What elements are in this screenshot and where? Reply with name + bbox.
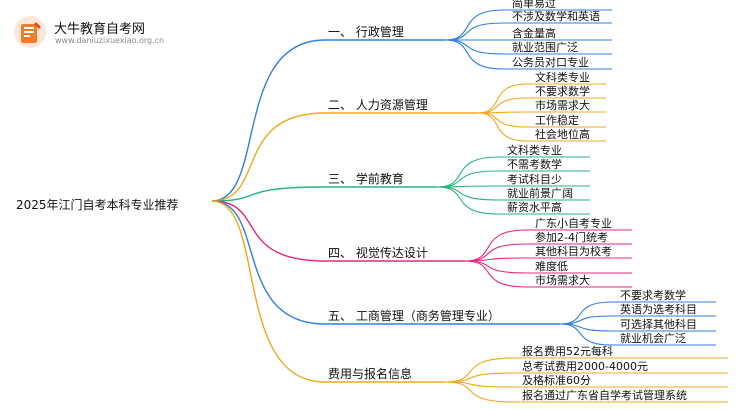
leaf-item: 工作稳定: [535, 114, 579, 127]
leaf-item: 报名费用52元每科: [522, 345, 613, 358]
leaf-item: 文科类专业: [535, 71, 590, 84]
leaf-item: 参加2-4门统考: [535, 231, 608, 244]
leaf-connector: [477, 112, 528, 128]
leaf-connector: [477, 112, 528, 142]
leaf-connector: [559, 323, 613, 346]
leaf-connector: [464, 229, 528, 262]
root-branch-connector: [211, 186, 326, 202]
leaf-item: 含金量高: [512, 27, 556, 40]
leaf-connector: [436, 186, 500, 201]
leaf-connector: [444, 9, 505, 41]
category-label: 三、 学前教育: [328, 172, 404, 186]
leaf-connector: [436, 170, 500, 188]
leaf-item: 不涉及数学和英语: [512, 10, 600, 23]
leaf-connector: [436, 186, 500, 215]
leaf-item: 可选择其他科目: [620, 318, 697, 331]
root-branch-connector: [211, 200, 326, 383]
site-name: 大牛教育自考网: [54, 22, 146, 37]
leaf-connector: [464, 260, 528, 288]
leaf-item: 薪资水平高: [507, 201, 562, 214]
leaf-item: 社会地位高: [535, 128, 590, 141]
leaf-item: 就业机会广泛: [620, 332, 686, 345]
category-label: 四、 视觉传达设计: [328, 246, 428, 260]
leaf-item: 市场需求大: [535, 99, 590, 112]
leaf-item: 简单易过: [512, 0, 556, 10]
leaf-item: 市场需求大: [535, 274, 590, 287]
leaf-connector: [464, 260, 528, 274]
leaf-item: 文科类专业: [507, 144, 562, 157]
root-branch-connector: [211, 112, 326, 202]
leaf-item: 公务员对口专业: [512, 56, 589, 69]
leaf-connector: [444, 39, 505, 70]
root-branch-connector: [211, 200, 326, 325]
category-label: 五、 工商管理（商务管理专业）: [328, 309, 500, 323]
leaf-item: 总考试费用2000-4000元: [522, 360, 648, 373]
leaf-item: 及格标准60分: [522, 374, 591, 387]
leaf-item: 就业范围广泛: [512, 41, 578, 54]
leaf-item: 考试科目少: [507, 173, 562, 186]
leaf-connector: [444, 39, 505, 55]
leaf-item: 其他科目为校考: [535, 245, 612, 258]
leaf-connector: [444, 381, 515, 403]
root-branch-connector: [211, 39, 326, 202]
book-logo-icon: [14, 16, 46, 48]
leaf-item: 难度低: [535, 260, 568, 273]
root-branch-connector: [211, 200, 326, 262]
leaf-connector: [477, 97, 528, 114]
leaf-connector: [444, 372, 515, 383]
leaf-connector: [444, 357, 515, 383]
leaf-item: 英语为选考科目: [620, 303, 697, 316]
leaf-item: 不需考数学: [507, 158, 562, 171]
leaf-connector: [559, 301, 613, 325]
category-label: 费用与报名信息: [328, 367, 413, 381]
leaf-connector: [436, 156, 500, 188]
leaf-item: 不要求考数学: [620, 289, 686, 302]
category-label: 二、 人力资源管理: [328, 98, 428, 112]
leaf-item: 就业前景广阔: [507, 187, 573, 200]
site-url: www.daniuzixuexiao.org.cn: [55, 36, 165, 45]
root-topic: 2025年江门自考本科专业推荐: [16, 198, 179, 212]
leaf-connector: [444, 22, 505, 41]
leaf-item: 不要求数学: [535, 85, 590, 98]
leaf-item: 广东小自考专业: [535, 217, 612, 230]
leaf-item: 报名通过广东省自学考试管理系统: [522, 389, 687, 402]
category-label: 一、 行政管理: [328, 25, 404, 39]
